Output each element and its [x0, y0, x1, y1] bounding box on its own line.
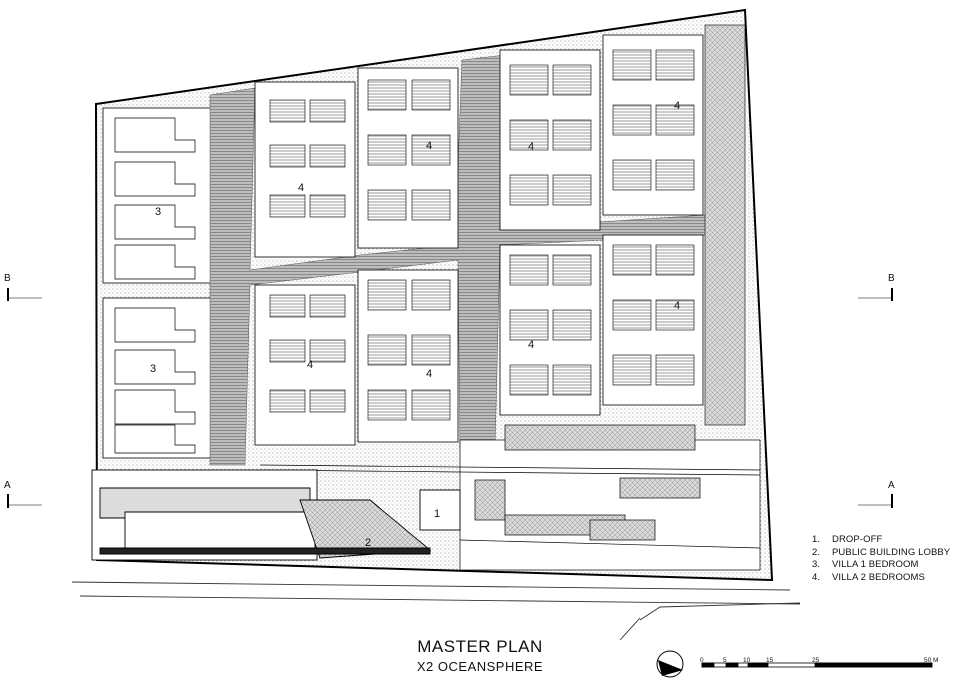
- legend: 1.DROP-OFF 2.PUBLIC BUILDING LOBBY 3.VIL…: [812, 534, 950, 584]
- plan-number-villa1: 3: [149, 363, 157, 375]
- legend-item: 3.VILLA 1 BEDROOM: [812, 559, 919, 570]
- scale-tick-label: 25: [812, 657, 820, 664]
- drawing-title: MASTER PLAN: [417, 637, 543, 656]
- plan-number-villa2: 4: [425, 368, 433, 380]
- plan-number-villa2: 4: [425, 140, 433, 152]
- section-a-right-label: A: [888, 480, 895, 491]
- plan-number-villa2: 4: [297, 182, 305, 194]
- scale-tick-label: 15: [766, 657, 774, 664]
- section-lines: [8, 297, 892, 506]
- plan-number-dropoff: 1: [433, 508, 441, 520]
- plan-number-villa2: 4: [527, 141, 535, 153]
- scale-bar: [701, 662, 933, 668]
- plan-number-villa2: 4: [527, 339, 535, 351]
- street-lines: [71, 581, 801, 641]
- east-landscape-strip: [704, 24, 746, 426]
- legend-item: 1.DROP-OFF: [812, 534, 883, 545]
- section-b-left-label: B: [4, 273, 11, 284]
- legend-item: 2.PUBLIC BUILDING LOBBY: [812, 546, 951, 558]
- legend-item: 4.VILLA 2 BEDROOMS: [812, 571, 925, 583]
- villa-block-west: [102, 107, 216, 459]
- scale-tick-label: 50 M: [924, 657, 939, 664]
- scale-tick-label: 0: [700, 657, 704, 664]
- plan-number-villa1: 3: [154, 206, 162, 218]
- villa-block-west-rows: [114, 117, 196, 454]
- plan-number-villa2: 4: [306, 359, 314, 371]
- villa-decks: [269, 49, 695, 421]
- plan-number-lobby: 2: [364, 537, 372, 549]
- plan-number-villa2: 4: [673, 300, 681, 312]
- section-markers: [7, 288, 893, 508]
- section-b-right-label: B: [888, 273, 895, 284]
- plan-number-villa2: 4: [673, 100, 681, 112]
- public-building: [91, 469, 461, 561]
- scale-tick-label: 10: [743, 657, 751, 664]
- north-arrow-icon: [656, 650, 684, 678]
- drawing-subtitle: X2 OCEANSPHERE: [416, 659, 544, 674]
- scale-tick-label: 5: [723, 657, 727, 664]
- section-a-left-label: A: [4, 480, 11, 491]
- parking-area: [259, 424, 761, 571]
